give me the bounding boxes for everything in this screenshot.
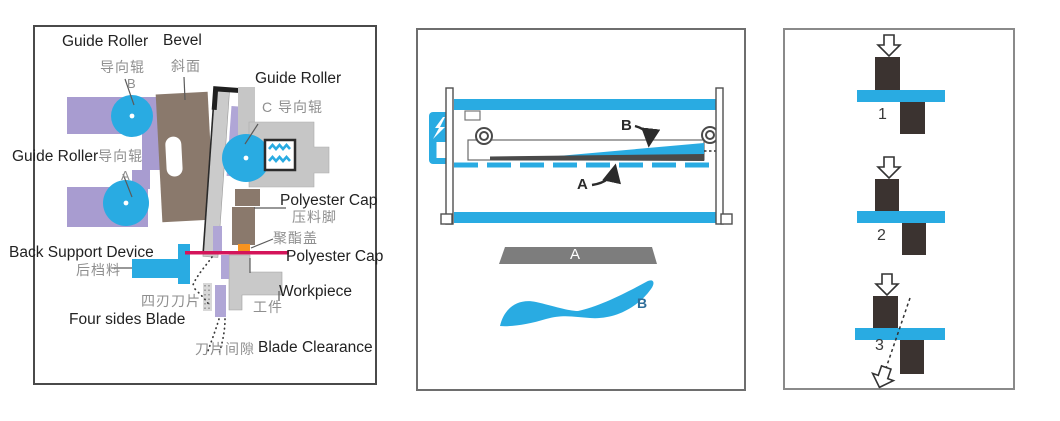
step-2	[857, 156, 945, 255]
label-guide-roller-a: Guide Roller导向辊	[12, 148, 144, 165]
sheet	[857, 90, 945, 102]
spring-box	[263, 138, 297, 172]
step-1-number: 1	[878, 106, 887, 123]
label-polyester-cap-top-cn: 压料脚	[292, 209, 337, 225]
dotted-leaders	[192, 256, 226, 355]
label-guide-roller-c: Guide Roller	[255, 70, 342, 87]
label-bevel-cn: 斜面	[171, 58, 201, 74]
upper-blade	[875, 57, 900, 90]
label-polyester-cover-cn: 聚酯盖	[273, 230, 318, 246]
label-polyester-cap-bottom: Polyester Cap	[286, 248, 384, 265]
wedge-blue	[547, 143, 704, 157]
label-guide-roller-b-cn: 导向辊	[100, 59, 145, 75]
machine-front-drawing	[429, 87, 733, 327]
panel-clearance-steps: 1 2 3	[783, 28, 1015, 390]
upper-blade	[213, 226, 222, 252]
lower-blade	[900, 102, 925, 134]
back-support-head	[178, 244, 190, 284]
marker-a: A	[577, 176, 588, 193]
straight-blade-sample	[499, 247, 657, 264]
label-roller-a-letter: A	[121, 168, 130, 183]
label-back-support-cn: 后档料	[76, 262, 121, 278]
sheet	[855, 328, 945, 340]
marker-b: B	[621, 117, 632, 134]
top-beam	[454, 99, 716, 110]
twisted-blade-label: B	[637, 295, 648, 311]
twisted-blade-sample	[500, 280, 654, 327]
left-post	[445, 87, 454, 225]
bottom-beam	[454, 212, 716, 223]
arrow-to-blade	[591, 163, 621, 187]
arrow-to-wedge	[634, 124, 661, 148]
step-3-number: 3	[875, 337, 884, 354]
panel-machine-front: B A A B	[416, 28, 746, 391]
panel-cutter-section: Guide Roller 导向辊 B Bevel 斜面 Guide Roller…	[9, 25, 383, 385]
label-roller-b-letter: B	[127, 76, 136, 91]
material-line	[185, 251, 289, 255]
label-blade-clearance-cn: 刀片间隙	[195, 341, 255, 357]
sheet	[857, 211, 945, 223]
down-arrow-icon	[874, 273, 900, 297]
cutter-section-drawing	[67, 76, 330, 355]
polyester-cover-piece	[238, 244, 250, 251]
upper-blade	[875, 179, 899, 211]
bevel-block	[155, 91, 215, 223]
label-bevel: Bevel	[163, 32, 202, 49]
shear-line	[883, 297, 911, 375]
lower-blade	[902, 223, 926, 255]
label-four-sides-blade: Four sides Blade	[69, 311, 186, 328]
leader-lines	[111, 76, 286, 301]
down-arrow-icon	[876, 156, 902, 180]
label-blade-clearance: Blade Clearance	[258, 339, 373, 356]
label-four-sides-blade-cn: 四刃刀片	[141, 293, 201, 309]
lightning-icon	[433, 117, 445, 139]
clearance-steps-drawing	[855, 34, 945, 389]
lower-blade	[900, 340, 924, 374]
label-guide-roller-b: Guide Roller	[62, 33, 149, 50]
step-1	[857, 34, 945, 134]
label-polyester-cap-top: Polyester Cap	[280, 192, 378, 209]
wedge-dark-blade	[490, 154, 704, 161]
label-workpiece: Workpiece	[279, 283, 352, 300]
presser-foot	[232, 207, 255, 245]
upper-blade	[873, 296, 898, 328]
bolt-left	[475, 127, 493, 145]
shear-arrow-icon	[871, 364, 896, 389]
label-guide-roller-c-cn: C 导向辊	[262, 99, 323, 115]
back-support-arm	[132, 259, 178, 278]
down-arrow-icon	[876, 34, 902, 58]
label-back-support: Back Support Device	[9, 244, 154, 261]
step-3	[855, 273, 945, 389]
right-post	[715, 87, 724, 225]
lower-blade	[215, 285, 226, 317]
straight-blade-label: A	[570, 246, 581, 263]
step-2-number: 2	[877, 227, 886, 244]
label-workpiece-cn: 工件	[253, 299, 283, 315]
